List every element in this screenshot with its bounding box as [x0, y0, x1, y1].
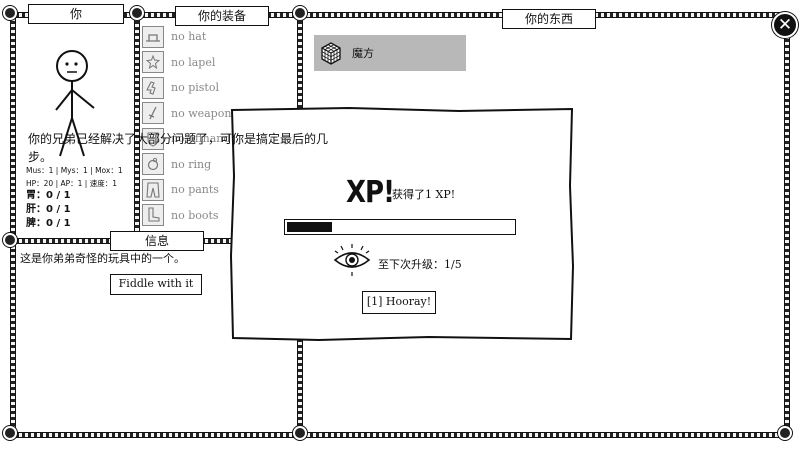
panel-title-equipment: 你的装备 [175, 6, 269, 26]
inventory-item-label: 魔方 [352, 47, 374, 60]
equipment-label: no lapel [171, 55, 216, 69]
xp-gained-text: 获得了1 XP! [392, 188, 456, 201]
equipment-label: no pants [171, 183, 219, 197]
hooray-confirm-button[interactable]: [1] Hooray! [362, 291, 436, 314]
xp-progress-bar [284, 219, 516, 235]
rope-knot [3, 233, 17, 247]
rope-border-left [10, 12, 16, 438]
equipment-slot-hat[interactable]: no hat [142, 24, 232, 50]
equipment-slot-lapel[interactable]: no lapel [142, 50, 232, 76]
stats-muscle-mysticality-moxie: Mus：1 | Mys：1 | Mox：1 [26, 166, 123, 175]
offhand-icon [142, 127, 164, 150]
stick-figure-avatar [55, 50, 95, 157]
rope-knot [3, 6, 17, 20]
equipment-slot-pistol[interactable]: no pistol [142, 75, 232, 101]
equipment-label: no ring [171, 157, 212, 171]
equipment-slot-offhand[interactable]: no offhand [142, 126, 232, 152]
xp-progress-fill [287, 222, 332, 232]
equipment-slot-ring[interactable]: no ring [142, 152, 232, 178]
equipment-slot-boots[interactable]: no boots [142, 203, 232, 229]
item-description: 这是你弟弟奇怪的玩具中的一个。 [20, 252, 185, 265]
equipment-label: no hat [171, 30, 207, 44]
organ-capacity-list: 胃：0 / 1 肝：0 / 1 脾：0 / 1 [26, 189, 71, 231]
rope-border-top [10, 12, 788, 18]
pants-icon [142, 178, 164, 201]
rope-divider-you-equipment [134, 12, 140, 240]
close-button[interactable]: ✕ [772, 12, 798, 38]
rubiks-cube-icon [321, 42, 341, 65]
equipment-label: no pistol [171, 81, 219, 95]
stats-hp-ap-speed: HP：20 | AP：1 | 速度：1 [26, 179, 117, 188]
boots-icon [142, 204, 164, 227]
character-stats: Mus：1 | Mys：1 | Mox：1 HP：20 | AP：1 | 速度：… [26, 164, 123, 190]
rope-border-bottom [10, 432, 788, 438]
hat-icon [142, 25, 164, 48]
rope-knot [293, 6, 307, 20]
rope-knot [130, 6, 144, 20]
rope-border-right [784, 30, 790, 438]
rope-knot [3, 426, 17, 440]
organ-spleen: 脾：0 / 1 [26, 218, 71, 229]
equipment-label: no weapon [171, 106, 232, 120]
organ-stomach: 胃：0 / 1 [26, 190, 71, 201]
panel-title-inventory: 你的东西 [502, 9, 596, 29]
panel-title-you: 你 [28, 4, 124, 24]
eye-icon [333, 244, 371, 276]
weapon-icon [142, 102, 164, 125]
panel-title-info: 信息 [110, 231, 204, 251]
equipment-label: no boots [171, 208, 219, 222]
equipment-list: no hat no lapel no pistol no weapon no o… [142, 24, 232, 228]
organ-liver: 肝：0 / 1 [26, 204, 71, 215]
rope-knot [293, 426, 307, 440]
next-level-progress: 至下次升级：1/5 [378, 258, 462, 271]
rope-knot [778, 426, 792, 440]
fiddle-with-it-button[interactable]: Fiddle with it [110, 274, 202, 295]
popup-message: 你的兄弟已经解决了大部分问题了，可你是搞定最后的几步。 [28, 132, 329, 164]
equipment-slot-pants[interactable]: no pants [142, 177, 232, 203]
xp-title: XP! [346, 175, 395, 211]
inventory-item-rubiks-cube[interactable]: 魔方 [314, 35, 466, 71]
lapel-icon [142, 51, 164, 74]
close-icon: ✕ [777, 15, 793, 35]
ring-icon [142, 153, 164, 176]
equipment-label: no offhand [171, 132, 231, 146]
pistol-icon [142, 76, 164, 99]
equipment-slot-weapon[interactable]: no weapon [142, 101, 232, 127]
